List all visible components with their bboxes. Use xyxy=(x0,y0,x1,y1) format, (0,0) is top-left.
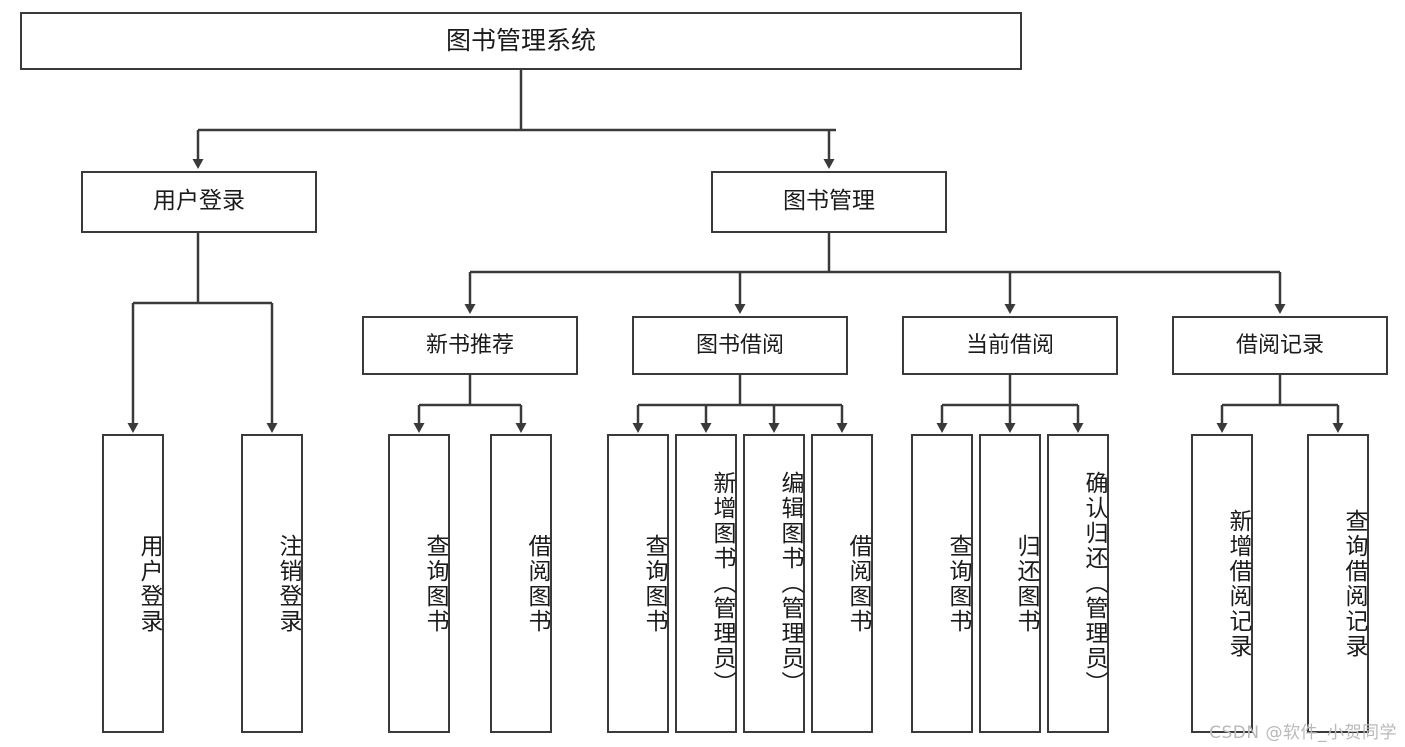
node-book-borrow[interactable]: 图书借阅 xyxy=(632,316,848,375)
leaf-borrow-borrow-book[interactable]: 借阅图书 xyxy=(811,434,873,733)
node-book-manage[interactable]: 图书管理 xyxy=(711,171,947,233)
leaf-user-login[interactable]: 用户登录 xyxy=(102,434,164,733)
leaf-record-search-label: 查询借阅记录 xyxy=(1341,508,1367,659)
leaf-current-confirm-return[interactable]: 确认归还（管理员） xyxy=(1047,434,1109,733)
node-root[interactable]: 图书管理系统 xyxy=(20,12,1022,70)
leaf-current-return-book-label: 归还图书 xyxy=(1013,533,1039,634)
leaf-borrow-borrow-book-label: 借阅图书 xyxy=(845,533,871,634)
leaf-borrow-add-book[interactable]: 新增图书（管理员） xyxy=(675,434,737,733)
leaf-current-return-book[interactable]: 归还图书 xyxy=(979,434,1041,733)
node-current-borrow-label: 当前借阅 xyxy=(965,332,1054,358)
leaf-borrow-query-book-label: 查询图书 xyxy=(641,533,667,634)
leaf-borrow-edit-book-label: 编辑图书（管理员） xyxy=(777,471,803,696)
node-user-login[interactable]: 用户登录 xyxy=(81,171,317,233)
leaf-borrow-query-book[interactable]: 查询图书 xyxy=(607,434,669,733)
leaf-current-query-book-label: 查询图书 xyxy=(945,533,971,634)
node-borrow-record-label: 借阅记录 xyxy=(1235,332,1324,358)
leaf-record-add-label: 新增借阅记录 xyxy=(1225,508,1251,659)
node-book-manage-label: 图书管理 xyxy=(783,188,875,215)
leaf-recommend-query-book[interactable]: 查询图书 xyxy=(388,434,450,733)
leaf-recommend-borrow-book-label: 借阅图书 xyxy=(524,533,550,634)
leaf-borrow-edit-book[interactable]: 编辑图书（管理员） xyxy=(743,434,805,733)
node-book-borrow-label: 图书借阅 xyxy=(695,332,784,358)
leaf-record-add[interactable]: 新增借阅记录 xyxy=(1191,434,1253,733)
node-new-book-recommend-label: 新书推荐 xyxy=(425,332,514,358)
leaf-current-confirm-return-label: 确认归还（管理员） xyxy=(1081,471,1107,696)
node-root-label: 图书管理系统 xyxy=(445,26,596,56)
node-new-book-recommend[interactable]: 新书推荐 xyxy=(362,316,578,375)
leaf-recommend-borrow-book[interactable]: 借阅图书 xyxy=(490,434,552,733)
leaf-current-query-book[interactable]: 查询图书 xyxy=(911,434,973,733)
leaf-recommend-query-book-label: 查询图书 xyxy=(422,533,448,634)
leaf-borrow-add-book-label: 新增图书（管理员） xyxy=(709,471,735,696)
watermark: CSDN @软件_小贺同学 xyxy=(1209,723,1397,743)
leaf-user-login-label: 用户登录 xyxy=(136,533,162,634)
leaf-record-search[interactable]: 查询借阅记录 xyxy=(1307,434,1369,733)
node-user-login-label: 用户登录 xyxy=(153,188,245,215)
node-borrow-record[interactable]: 借阅记录 xyxy=(1172,316,1388,375)
leaf-user-logout[interactable]: 注销登录 xyxy=(241,434,303,733)
node-current-borrow[interactable]: 当前借阅 xyxy=(902,316,1118,375)
leaf-user-logout-label: 注销登录 xyxy=(275,533,301,634)
